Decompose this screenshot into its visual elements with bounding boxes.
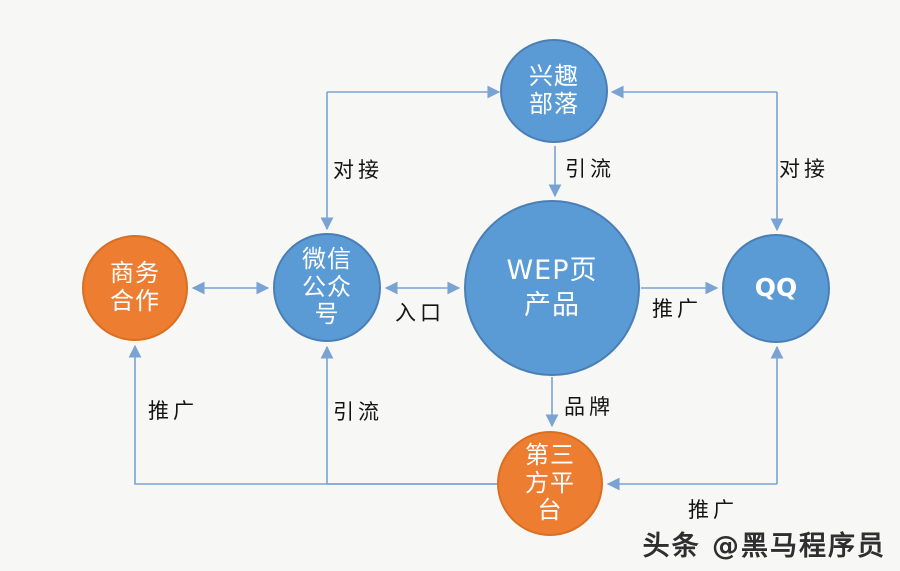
- edge-label-promote-bottom-right: 推广: [688, 498, 738, 522]
- edge-label-divert-top: 引流: [565, 157, 615, 181]
- node-wep-product-label: WEP页 产品: [506, 254, 598, 321]
- connector-dock-left: [320, 85, 501, 231]
- edge-label-promote-bottom-left: 推广: [148, 399, 198, 423]
- node-wechat-official-account: 微信 公众 号: [273, 233, 381, 342]
- edge-label-dock-left: 对接: [333, 158, 383, 182]
- node-wechat-official-account-label: 微信 公众 号: [302, 245, 352, 329]
- watermark-toutiao: 头条 @黑马程序员: [642, 531, 886, 562]
- node-business-cooperation-label: 商务 合作: [110, 259, 160, 315]
- edge-label-entrance: 入口: [395, 301, 445, 325]
- edge-label-brand: 品牌: [564, 395, 614, 419]
- node-interest-tribe-label: 兴趣 部落: [529, 62, 579, 118]
- edge-label-dock-right: 对接: [779, 157, 829, 181]
- node-business-cooperation: 商务 合作: [82, 235, 188, 341]
- node-qq: QQ: [722, 234, 830, 343]
- node-third-party-platform: 第三 方平 台: [497, 431, 603, 536]
- node-qq-label: QQ: [754, 273, 798, 303]
- edge-label-divert-bottom: 引流: [333, 400, 383, 424]
- node-wep-product: WEP页 产品: [464, 200, 640, 376]
- node-interest-tribe: 兴趣 部落: [500, 39, 608, 143]
- edge-label-promote-to-qq: 推广: [652, 297, 702, 321]
- node-third-party-platform-label: 第三 方平 台: [525, 441, 575, 525]
- connector-promote-bottom-right: [606, 345, 784, 491]
- connector-dock-right: [610, 85, 784, 232]
- connector-promote-bottom-left: [128, 344, 497, 485]
